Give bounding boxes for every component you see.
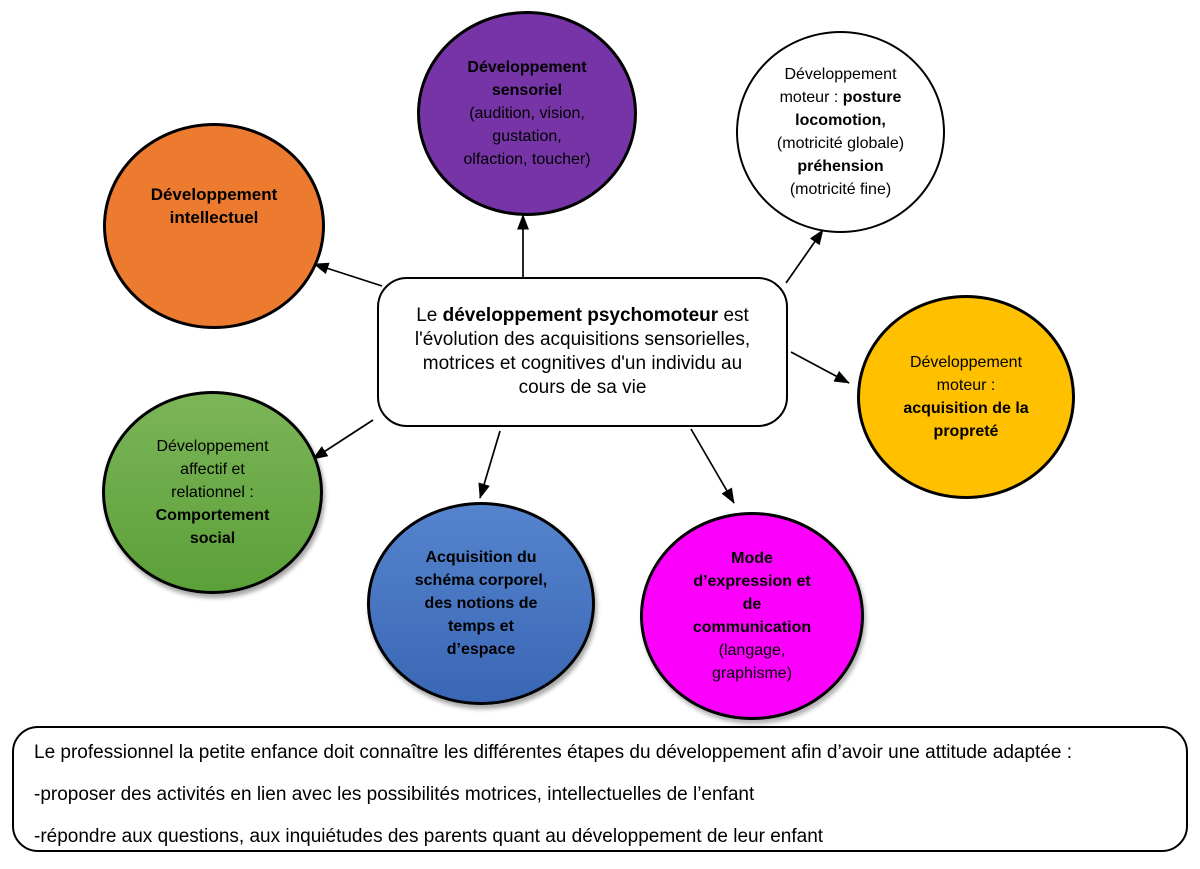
node-developpement-moteur-proprete: Développement moteur : acquisition de la… [857, 295, 1075, 499]
node-line: temps et [448, 618, 514, 635]
arrow-to-expression [690, 428, 735, 504]
node-acquisition-schema-corporel: Acquisition du schéma corporel, des noti… [367, 502, 595, 705]
node-line: (langage, [718, 642, 786, 659]
arrow-to-proprete [790, 351, 850, 384]
node-line: moteur : [936, 377, 996, 394]
node-line: (audition, vision, [469, 105, 585, 122]
node-line: préhension [797, 158, 884, 175]
node-line: des notions de [424, 595, 538, 612]
node-developpement-sensoriel: Développement sensoriel (audition, visio… [417, 11, 637, 216]
node-line: moteur : posture [779, 89, 902, 106]
node-line: gustation, [492, 128, 562, 145]
center-definition-box: Le développement psychomoteur est l'évol… [377, 277, 788, 427]
bottom-note-box: Le professionnel la petite enfance doit … [12, 726, 1188, 852]
center-definition-text: Le développement psychomoteur est l'évol… [414, 305, 751, 398]
node-line: acquisition de la [903, 400, 1029, 417]
node-line: olfaction, toucher) [463, 151, 591, 168]
node-developpement-affectif: Développement affectif et relationnel : … [102, 391, 323, 594]
node-line: Développement [909, 354, 1023, 371]
bottom-note-line: Le professionnel la petite enfance doit … [34, 742, 1072, 763]
node-line: Mode [731, 550, 773, 567]
node-line: Développement [156, 438, 269, 455]
node-line: (motricité globale) [776, 135, 905, 152]
node-line: communication [692, 619, 812, 636]
node-line: de [742, 596, 762, 613]
node-line: propreté [933, 423, 999, 440]
node-developpement-intellectuel: Développement intellectuel [103, 123, 325, 329]
node-line: Comportement [155, 507, 270, 524]
arrow-to-intellectuel [313, 262, 383, 287]
node-line: (motricité fine) [789, 181, 892, 198]
arrow-to-moteur [785, 229, 824, 284]
node-line: d’espace [446, 641, 516, 658]
node-developpement-moteur-posture: Développement moteur : posture locomotio… [736, 31, 945, 233]
node-line: Développement [150, 185, 278, 204]
arrow-to-affectif [312, 419, 374, 460]
node-line: social [189, 530, 236, 547]
bottom-note-line: -répondre aux questions, aux inquiétudes… [34, 826, 824, 847]
node-line: graphisme) [711, 665, 793, 682]
node-line: relationnel : [171, 484, 254, 501]
node-line: intellectuel [169, 208, 259, 227]
arrow-to-schema [478, 430, 501, 499]
node-line: sensoriel [491, 82, 563, 99]
node-line: Développement [784, 66, 897, 83]
bottom-note-line: -proposer des activités en lien avec les… [34, 784, 755, 805]
node-line: affectif et [180, 461, 245, 478]
node-line: Développement [467, 59, 587, 76]
node-line: schéma corporel, [414, 572, 548, 589]
node-mode-expression-communication: Mode d’expression et de communication (l… [640, 512, 864, 720]
node-line: d’expression et [693, 573, 811, 590]
node-text-block: Développement intellectuel [151, 183, 278, 229]
node-line: Acquisition du [425, 549, 537, 566]
node-line: locomotion, [795, 112, 886, 129]
